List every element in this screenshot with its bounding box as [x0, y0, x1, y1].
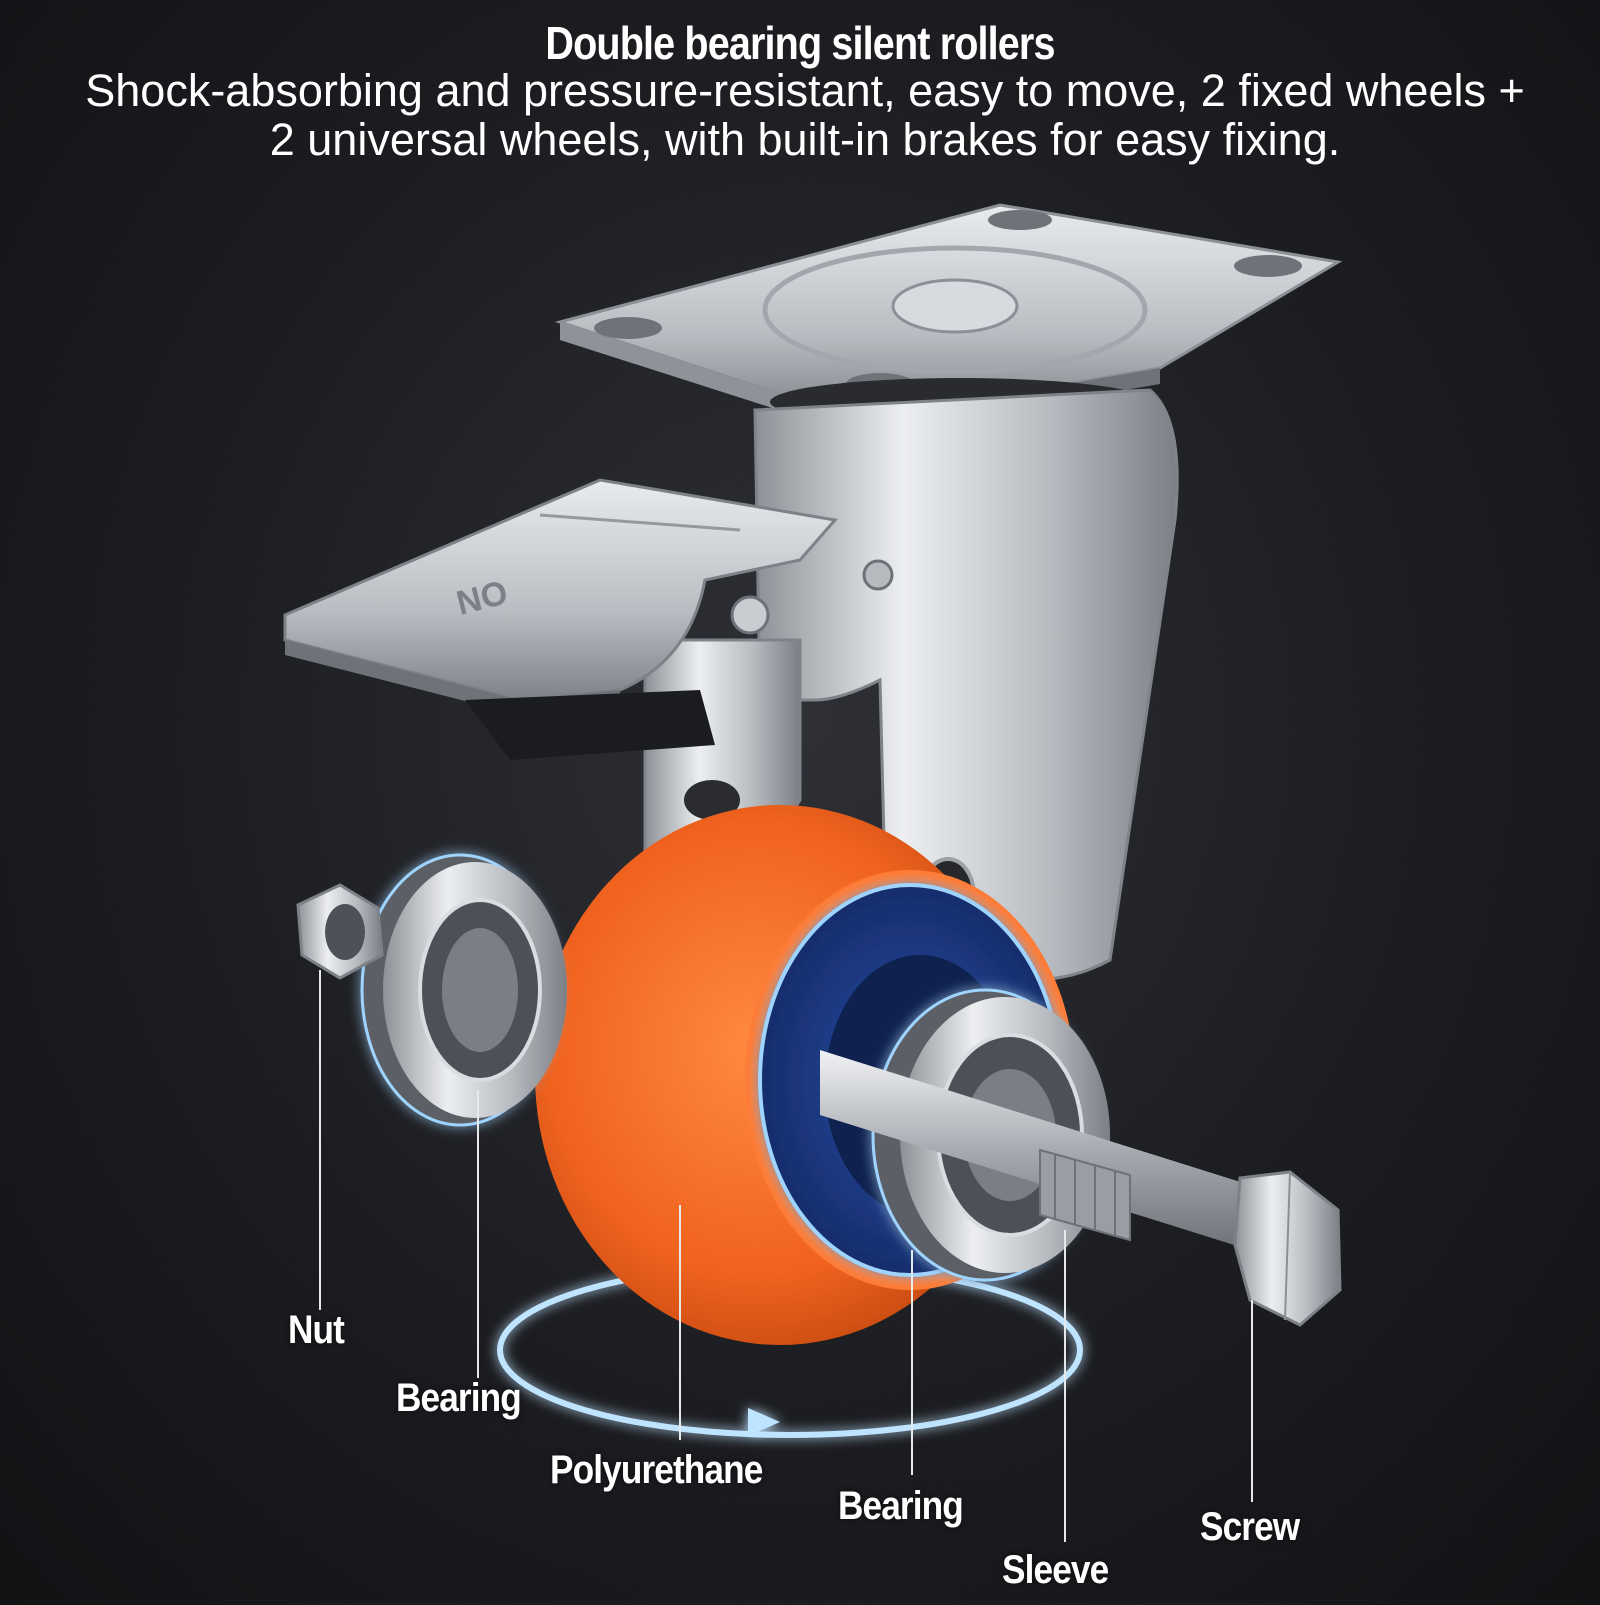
label-bearing-left: Bearing: [396, 1376, 522, 1420]
brake-pedal: [283, 478, 838, 760]
label-bearing-right: Bearing: [838, 1484, 964, 1528]
left-bearing: [360, 853, 567, 1127]
label-nut: Nut: [288, 1308, 345, 1352]
label-sleeve: Sleeve: [1002, 1548, 1109, 1592]
hex-nut: [296, 883, 384, 980]
sleeve: [1039, 1148, 1131, 1242]
label-screw: Screw: [1200, 1505, 1300, 1549]
label-polyurethane: Polyurethane: [550, 1448, 763, 1492]
headline: Double bearing silent rollers: [545, 17, 1055, 69]
leader-lines: [319, 970, 1253, 1542]
axle-screw: [820, 1050, 1342, 1327]
description: Shock-absorbing and pressure-resistant, …: [85, 65, 1525, 165]
swivel-fork: [643, 388, 1179, 982]
